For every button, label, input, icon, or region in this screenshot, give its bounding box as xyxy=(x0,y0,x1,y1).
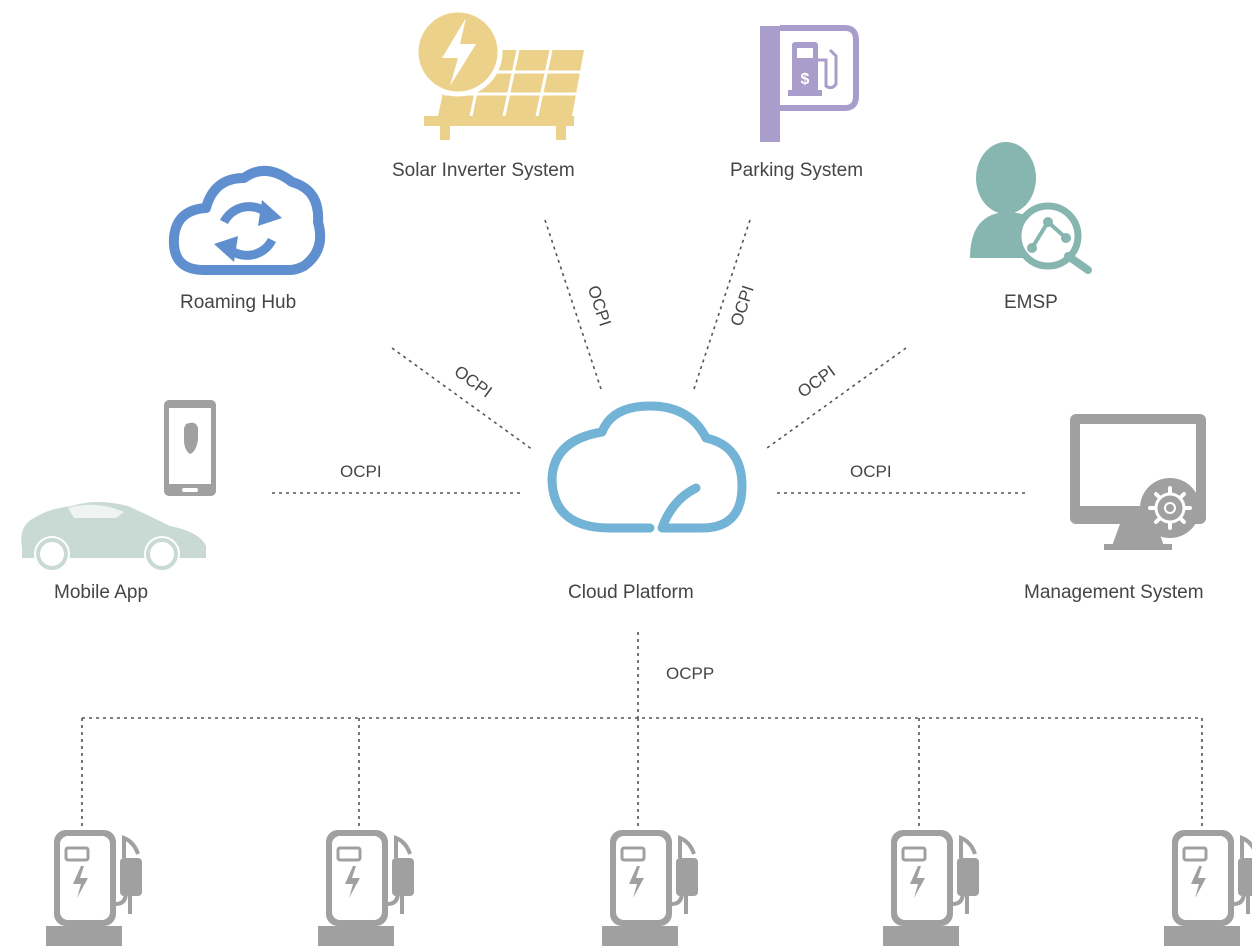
svg-text:$: $ xyxy=(801,71,810,88)
node-label-solar: Solar Inverter System xyxy=(392,160,575,181)
node-label-mobile: Mobile App xyxy=(54,582,149,603)
solar-panel-icon xyxy=(413,7,584,140)
cloud-sync-icon xyxy=(168,166,326,275)
edge-line-parking xyxy=(692,219,751,393)
chargers xyxy=(44,828,1252,946)
ev-charger-icon xyxy=(1162,828,1252,946)
car-phone-icon xyxy=(21,400,216,572)
user-analytics-icon xyxy=(970,142,1092,274)
edge-label-management: OCPI xyxy=(850,462,892,481)
edge-line-emsp xyxy=(766,347,907,449)
node-label-roaming: Roaming Hub xyxy=(180,292,297,313)
edge-line-roaming xyxy=(391,347,534,451)
node-label-management: Management System xyxy=(1024,582,1204,603)
node-label-emsp: EMSP xyxy=(1004,292,1058,313)
edge-label-mobile: OCPI xyxy=(340,462,382,481)
edge-line-solar xyxy=(544,219,603,393)
ev-charger-icon xyxy=(881,828,981,946)
ev-charger-icon xyxy=(600,828,700,946)
connection-lines xyxy=(81,219,1203,830)
parking-fuel-icon: $ xyxy=(760,25,859,142)
monitor-gear-icon xyxy=(1070,414,1206,550)
node-label-parking: Parking System xyxy=(730,160,864,181)
edge-label-chargers: OCPP xyxy=(666,664,715,683)
cloud-icon xyxy=(547,401,747,533)
node-label-cloud: Cloud Platform xyxy=(568,582,694,603)
ev-charger-icon xyxy=(44,828,144,946)
ev-charger-icon xyxy=(316,828,416,946)
